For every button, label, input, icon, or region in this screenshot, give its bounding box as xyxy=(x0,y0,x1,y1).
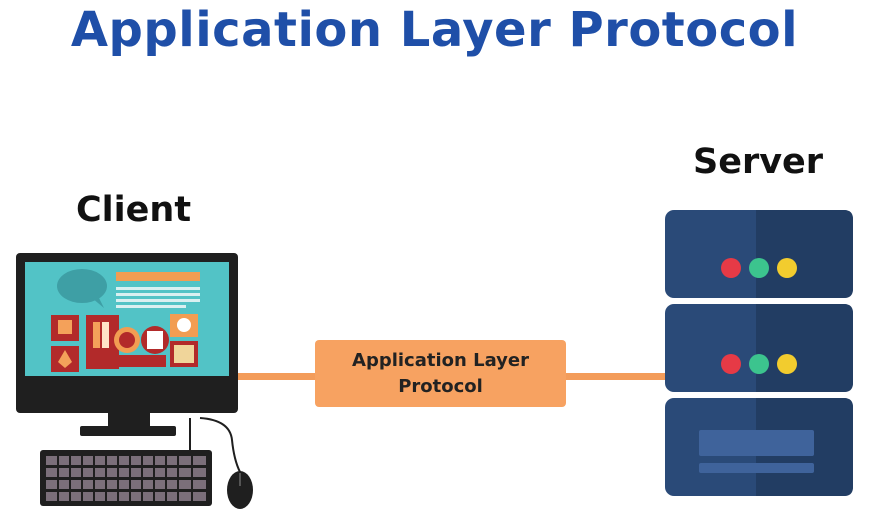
link-line-right xyxy=(565,373,670,380)
drive-slot xyxy=(699,463,814,473)
led-green-icon xyxy=(749,258,769,278)
drive-slot xyxy=(699,430,814,456)
server-label: Server xyxy=(693,142,824,182)
screen-bubble xyxy=(57,269,107,303)
led-red-icon xyxy=(721,354,741,374)
led-red-icon xyxy=(721,258,741,278)
monitor-stand xyxy=(108,413,150,427)
keyboard-keys xyxy=(46,456,206,501)
led-yellow-icon xyxy=(777,258,797,278)
link-line-left xyxy=(236,373,318,380)
protocol-connector-box: Application Layer Protocol xyxy=(315,340,566,407)
led-green-icon xyxy=(749,354,769,374)
diagram-title: Application Layer Protocol xyxy=(70,2,799,58)
protocol-label-line1: Application Layer xyxy=(352,349,529,371)
client-computer-icon xyxy=(16,253,253,509)
mouse-icon xyxy=(227,471,253,509)
server-icon xyxy=(665,210,853,496)
client-label: Client xyxy=(76,190,192,230)
led-yellow-icon xyxy=(777,354,797,374)
protocol-label-line2: Protocol xyxy=(398,375,483,397)
